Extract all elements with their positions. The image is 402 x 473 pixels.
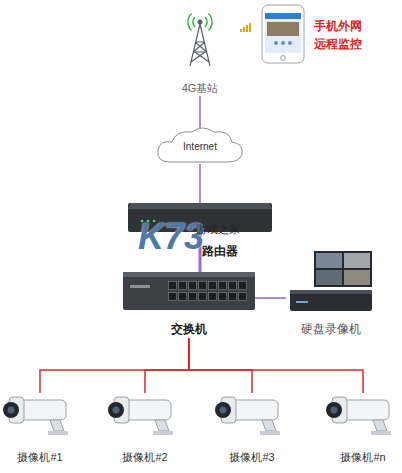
node-label: 硬盘录像机 xyxy=(286,321,376,338)
node-label: 路由器 xyxy=(148,243,292,260)
node-label: Internet xyxy=(155,141,245,152)
nvr-top xyxy=(290,290,372,294)
watermark-text: 游戏之家 xyxy=(196,222,240,237)
nvr-node: 硬盘录像机 xyxy=(286,248,376,338)
bullet-camera xyxy=(3,397,68,435)
nvr-device xyxy=(290,251,372,311)
monitor-tile xyxy=(344,270,370,285)
camera-node: 摄像机#1 xyxy=(8,393,72,465)
camera-node: 摄像机#2 xyxy=(113,393,177,465)
tower-lattice xyxy=(190,24,210,66)
node-label: 摄像机#3 xyxy=(220,450,284,465)
node-label: 摄像机#n xyxy=(331,450,395,465)
switch-body xyxy=(123,272,255,310)
signal-bar xyxy=(243,27,245,32)
switch-logo-plate xyxy=(130,285,150,288)
node-label: 摄像机#2 xyxy=(113,450,177,465)
monitor-tile xyxy=(316,253,342,268)
camera-cable xyxy=(189,338,252,393)
signal-bar xyxy=(246,25,248,32)
switch-node: 交换机 xyxy=(123,272,255,338)
phone-icon xyxy=(281,41,285,45)
signal-bar xyxy=(249,23,251,32)
camera-cable xyxy=(145,338,189,393)
tower-node: 4G基站 xyxy=(172,6,228,96)
phone-icon xyxy=(274,41,278,45)
switch-top xyxy=(123,272,255,277)
switch-device xyxy=(123,272,255,310)
network-link xyxy=(255,297,286,299)
network-link xyxy=(199,96,201,128)
monitor-frame xyxy=(314,251,372,287)
phone-frame xyxy=(262,5,304,63)
cloud-node: Internet xyxy=(155,128,245,164)
router-top xyxy=(128,203,272,209)
signal-bars xyxy=(240,23,251,32)
camera-node: 摄像机#3 xyxy=(220,393,284,465)
phone-video xyxy=(267,22,299,36)
node-label: 4G基站 xyxy=(172,81,228,96)
bullet-camera xyxy=(215,397,280,435)
camera-cable xyxy=(189,338,363,393)
phone-node: 手机外网 远程监控 xyxy=(238,5,388,63)
phone-icon xyxy=(288,41,292,45)
monitor-tile xyxy=(316,270,342,285)
cell-tower xyxy=(188,14,212,67)
signal-waves xyxy=(188,14,212,31)
signal-bar xyxy=(240,29,242,32)
phone-screen xyxy=(265,13,301,53)
network-link xyxy=(199,164,201,203)
mobile-phone xyxy=(262,5,304,63)
switch-ports xyxy=(168,281,248,303)
nvr-body xyxy=(290,290,372,311)
watermark-logo: K73 xyxy=(138,216,204,258)
phone-button xyxy=(281,56,286,61)
bullet-camera xyxy=(326,397,391,435)
phone-header xyxy=(265,13,301,19)
camera-cable xyxy=(40,338,189,393)
monitor-tile xyxy=(344,253,370,268)
tower-antenna xyxy=(198,20,203,25)
node-label: 摄像机#1 xyxy=(8,450,72,465)
node-label: 手机外网 远程监控 xyxy=(314,17,368,53)
nvr-led xyxy=(296,301,308,303)
camera-node: 摄像机#n xyxy=(331,393,395,465)
bullet-camera xyxy=(108,397,173,435)
node-label: 交换机 xyxy=(123,321,255,338)
